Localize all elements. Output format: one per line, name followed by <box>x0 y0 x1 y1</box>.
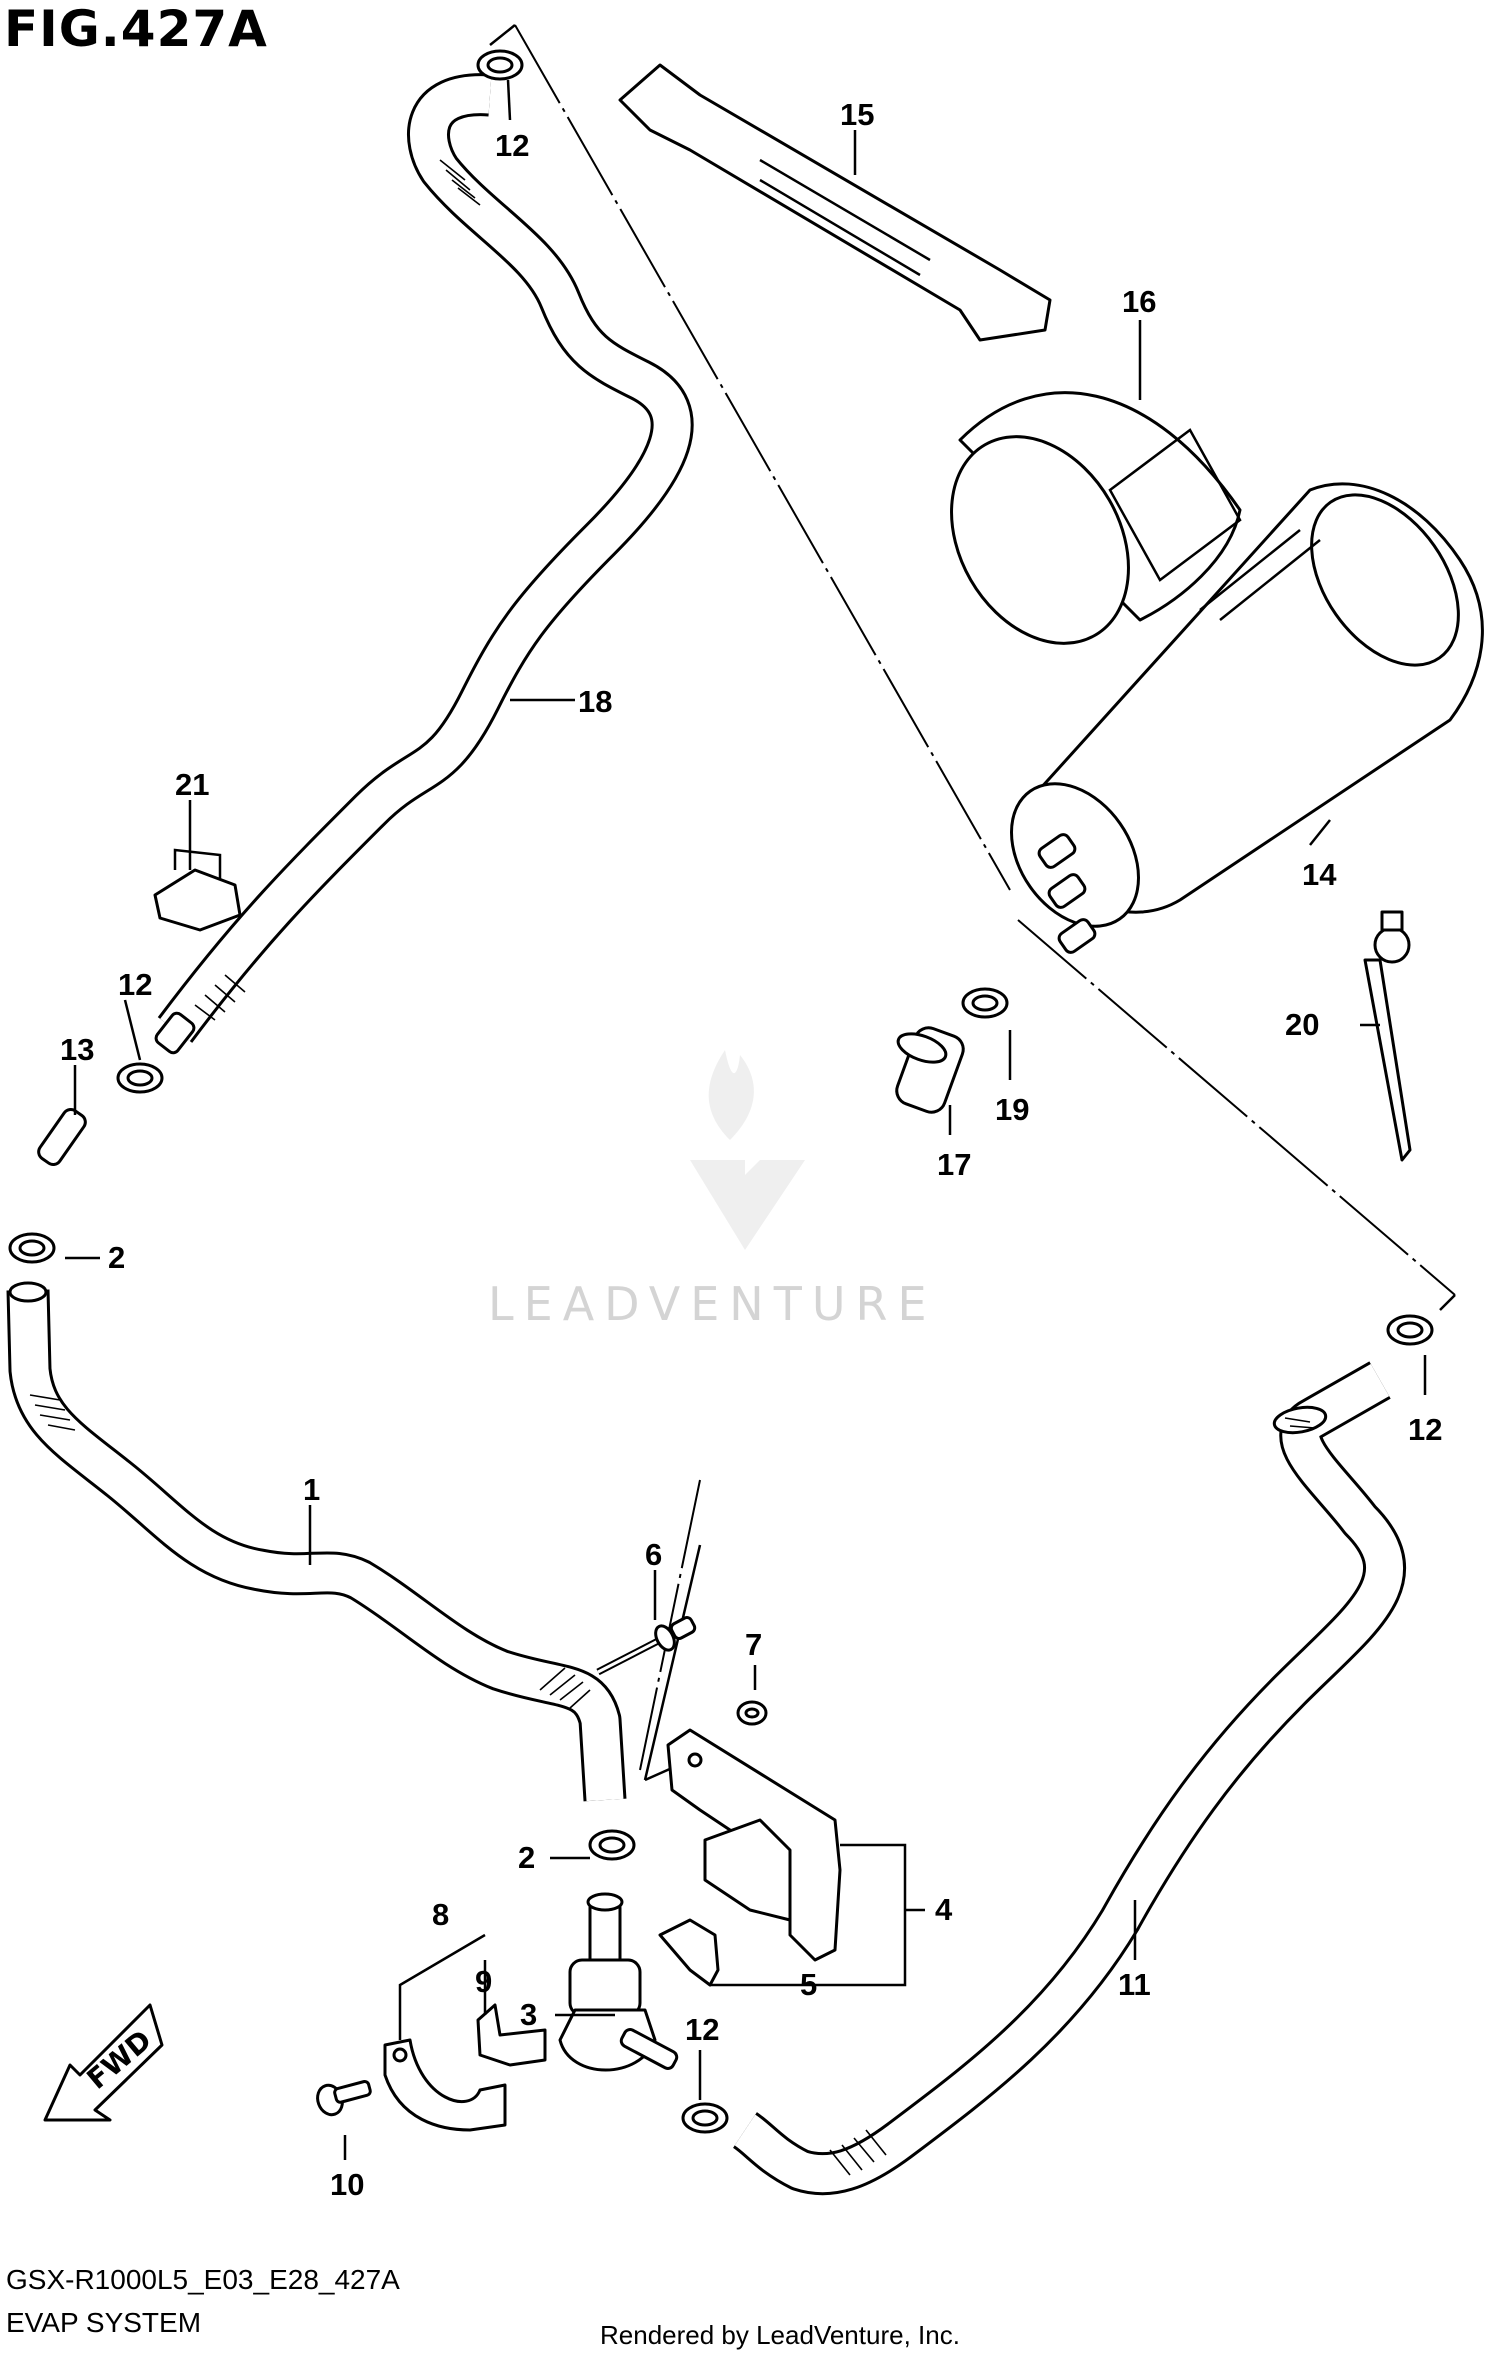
clamp-12-left[interactable] <box>116 1062 164 1094</box>
callout-3: 3 <box>520 1997 537 2032</box>
callout-8: 8 <box>432 1897 449 1932</box>
tie-20[interactable] <box>1363 910 1412 1162</box>
callout-14: 14 <box>1302 857 1337 892</box>
callout-15: 15 <box>840 97 874 132</box>
rivet-6[interactable] <box>596 1616 697 1676</box>
bracket-5[interactable] <box>658 1918 720 1987</box>
figure-title: FIG.427A <box>4 0 268 58</box>
valve-3[interactable] <box>558 1892 679 2072</box>
callout-12: 12 <box>1408 1412 1442 1447</box>
callout-9: 9 <box>475 1964 492 1999</box>
callout-13: 13 <box>60 1032 94 1067</box>
joint-13[interactable] <box>36 1106 89 1167</box>
hose-11[interactable] <box>732 1361 1406 2196</box>
hose-18[interactable] <box>154 73 694 1056</box>
hose-1[interactable] <box>6 1281 627 1802</box>
clamp-19[interactable] <box>961 987 1009 1019</box>
callout-21: 21 <box>175 767 209 802</box>
callout-2: 2 <box>518 1840 535 1875</box>
bracket-4[interactable] <box>666 1728 842 1962</box>
rendered-by: Rendered by LeadVenture, Inc. <box>600 2320 960 2350</box>
band-15[interactable] <box>618 63 1052 342</box>
clamp-8[interactable] <box>383 2038 507 2132</box>
clamp-12-right[interactable] <box>1386 1314 1434 1346</box>
model-code: GSX-R1000L5_E03_E28_427A <box>6 2264 400 2295</box>
clamp-9[interactable] <box>476 2003 547 2067</box>
clamp-12-top[interactable] <box>476 49 524 81</box>
clamp-2-bottom[interactable] <box>588 1829 636 1861</box>
leader-lines <box>65 79 1427 2160</box>
clamp-12-bottom[interactable] <box>681 2102 729 2134</box>
screw-10[interactable] <box>314 2079 372 2119</box>
callout-5: 5 <box>800 1967 817 2002</box>
cap-17[interactable] <box>893 1024 967 1116</box>
callout-16: 16 <box>1122 284 1156 319</box>
clip-21[interactable] <box>153 848 242 932</box>
callout-11: 11 <box>1118 1967 1151 2002</box>
system-name: EVAP SYSTEM <box>6 2307 202 2338</box>
callout-17: 17 <box>937 1147 971 1182</box>
callout-19: 19 <box>995 1092 1029 1127</box>
canister-14[interactable] <box>985 468 1488 955</box>
callout-6: 6 <box>645 1537 662 1572</box>
clamp-2-top[interactable] <box>8 1232 56 1264</box>
callout-4: 4 <box>935 1892 953 1927</box>
callout-1: 1 <box>303 1472 320 1507</box>
callout-12: 12 <box>495 128 529 163</box>
callout-10: 10 <box>330 2167 364 2202</box>
cushion-16[interactable] <box>916 391 1242 676</box>
callout-12: 12 <box>118 967 152 1002</box>
washer-7[interactable] <box>736 1700 768 1726</box>
callout-12: 12 <box>685 2012 719 2047</box>
callout-18: 18 <box>578 684 612 719</box>
watermark-text: LEADVENTURE <box>488 1277 937 1331</box>
fwd-arrow-icon: FWD <box>43 2003 164 2122</box>
watermark-logo <box>690 1050 805 1250</box>
reference-lines <box>489 24 1456 1782</box>
callout-20: 20 <box>1285 1007 1319 1042</box>
callout-2: 2 <box>108 1240 125 1275</box>
callout-7: 7 <box>745 1627 762 1662</box>
